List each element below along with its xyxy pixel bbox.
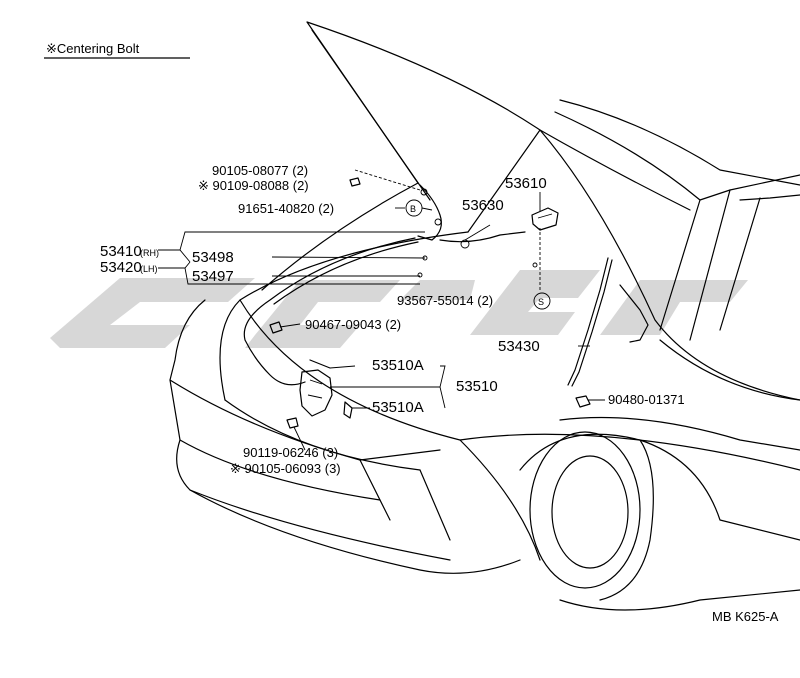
part-label-53410: 53410 xyxy=(100,243,142,260)
car-body-drawing xyxy=(169,21,800,611)
part-label-90480-01371: 90480-01371 xyxy=(608,392,685,407)
part-label-90467-09043: 90467-09043 (2) xyxy=(305,317,401,332)
part-label-53498: 53498 xyxy=(192,249,234,266)
badge-s-label: S xyxy=(538,297,544,307)
part-label-53420: 53420 xyxy=(100,259,142,276)
diagram-reference-code: MB K625-A xyxy=(712,609,779,624)
part-label-53510a-top: 53510A xyxy=(372,357,424,374)
badge-b-icon xyxy=(405,199,423,217)
badge-s-icon xyxy=(533,292,551,310)
part-label-91651-40820: 91651-40820 (2) xyxy=(238,201,334,216)
part-label-53510a-bottom: 53510A xyxy=(372,399,424,416)
watermark xyxy=(50,270,748,348)
mechanism-parts xyxy=(243,177,649,429)
leader-lines xyxy=(158,169,605,451)
part-label-93567-55014: 93567-55014 (2) xyxy=(397,293,493,308)
badge-b-label: B xyxy=(410,204,416,214)
part-label-53510: 53510 xyxy=(456,378,498,395)
part-label-90119-06246: 90119-06246 (3) xyxy=(243,445,338,460)
legend-centering-bolt: ※Centering Bolt xyxy=(46,41,140,56)
part-label-53630: 53630 xyxy=(462,197,504,214)
part-label-53430: 53430 xyxy=(498,338,540,355)
part-label-53497: 53497 xyxy=(192,268,234,285)
part-label-90105-06093: ※ 90105-06093 (3) xyxy=(230,461,341,476)
part-label-53610: 53610 xyxy=(505,175,547,192)
part-label-53420-lh: (LH) xyxy=(140,264,158,274)
part-label-53410-rh: (RH) xyxy=(140,248,159,258)
part-label-90109-08088: ※ 90109-08088 (2) xyxy=(198,178,309,193)
part-label-90105-08077: 90105-08077 (2) xyxy=(212,163,308,178)
